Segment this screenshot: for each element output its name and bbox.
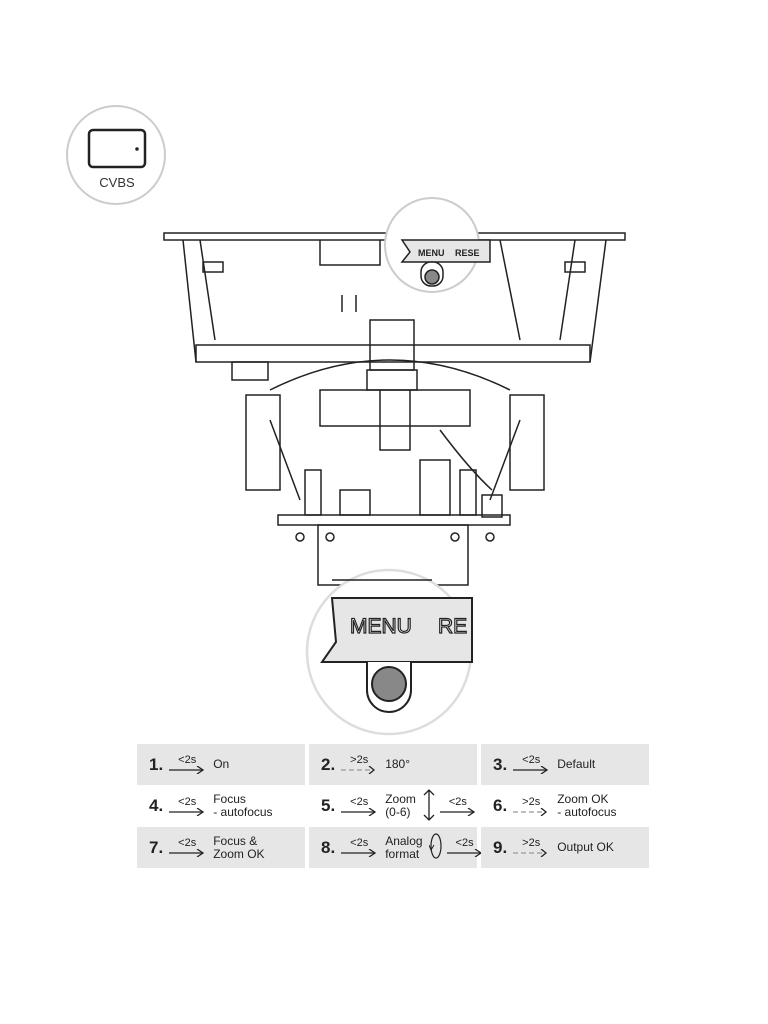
cvbs-callout-circle: [66, 105, 166, 205]
camera-diagram: MENU RESE MENU RE: [66, 105, 626, 736]
step-label-line: Default: [557, 757, 596, 771]
step-label-line: Analog: [385, 833, 423, 848]
short-press-arrow-icon: <2s: [169, 795, 205, 816]
press-duration: <2s: [178, 837, 197, 849]
step-number: 2.: [321, 754, 336, 774]
step-number: 4.: [149, 796, 164, 815]
step-1: 1. <2s On: [137, 744, 305, 785]
step-7: 7. <2s Focus &Zoom OK: [137, 827, 305, 868]
step-label-line: Output OK: [557, 840, 614, 854]
short-press-arrow-icon: <2s: [341, 795, 377, 816]
step-number: 6.: [493, 796, 508, 815]
rotate-icon: [428, 831, 443, 864]
step-label-line: Zoom OK: [557, 792, 609, 806]
step-number: 9.: [493, 837, 508, 857]
step-label: Output OK: [557, 841, 614, 854]
press-duration: <2s: [350, 795, 369, 808]
step-label: Zoom OK- autofocus: [557, 793, 616, 819]
long-press-arrow-icon: >2s: [513, 795, 549, 816]
short-press-arrow-icon: <2s: [446, 837, 483, 857]
short-press-arrow-icon: <2s: [439, 795, 476, 816]
press-duration: >2s: [522, 795, 541, 808]
step-label-line: Zoom: [385, 792, 416, 806]
step-label-line: - autofocus: [213, 805, 273, 819]
press-duration: <2s: [178, 795, 197, 808]
step-4: 4. <2s Focus- autofocus: [137, 787, 305, 825]
step-label-line: Focus &: [213, 833, 258, 848]
short-press-arrow-icon: <2s: [513, 755, 549, 774]
step-5: 5. <2s Zoom(0-6) <2s: [309, 787, 477, 825]
step-label-line: format: [385, 846, 420, 861]
step-label: Focus &Zoom OK: [213, 833, 265, 861]
step-number: 5.: [321, 796, 336, 815]
step-label-line: On: [213, 757, 230, 771]
short-press-arrow-icon: <2s: [169, 838, 205, 857]
menu-label-small: MENU: [418, 248, 445, 258]
step-number: 8.: [321, 837, 336, 857]
reset-label-small: RESE: [455, 248, 480, 258]
press-duration: >2s: [522, 837, 541, 849]
press-duration: >2s: [350, 754, 369, 766]
step-6: 6. >2s Zoom OK- autofocus: [481, 787, 649, 825]
step-label-line: (0-6): [385, 805, 411, 819]
step-label-line: Focus: [213, 792, 246, 806]
long-press-arrow-icon: >2s: [513, 838, 549, 857]
short-press-arrow-icon: <2s: [341, 838, 377, 857]
step-label: Default: [557, 758, 595, 771]
step-label: 180°: [385, 758, 410, 771]
reset-label-large: RE: [438, 615, 467, 638]
step-label: Zoom(0-6): [385, 793, 416, 819]
step-label: On: [213, 758, 229, 771]
cvbs-label: CVBS: [99, 175, 135, 190]
step-label-line: Zoom OK: [213, 846, 265, 861]
press-duration: <2s: [350, 837, 369, 849]
press-duration: <2s: [455, 837, 474, 849]
press-duration: <2s: [522, 754, 541, 766]
menu-label-large: MENU: [350, 615, 412, 638]
step-number: 3.: [493, 754, 508, 774]
cvbs-connector-icon: [87, 128, 147, 169]
menu-button-large[interactable]: [371, 666, 407, 702]
step-number: 7.: [149, 837, 164, 857]
step-label-line: - autofocus: [557, 805, 617, 819]
step-label: Focus- autofocus: [213, 793, 272, 819]
step-number: 1.: [149, 754, 164, 774]
press-duration: <2s: [178, 754, 197, 766]
step-3: 3. <2s Default: [481, 744, 649, 785]
camera-housing: [163, 232, 626, 586]
long-press-arrow-icon: >2s: [341, 755, 377, 774]
press-duration: <2s: [448, 795, 467, 808]
menu-button-small[interactable]: [424, 269, 440, 285]
up-down-arrow-icon: [422, 788, 436, 825]
step-2: 2. >2s 180°: [309, 744, 477, 785]
short-press-arrow-icon: <2s: [169, 755, 205, 774]
step-label-line: 180°: [385, 757, 411, 771]
step-9: 9. >2s Output OK: [481, 827, 649, 868]
